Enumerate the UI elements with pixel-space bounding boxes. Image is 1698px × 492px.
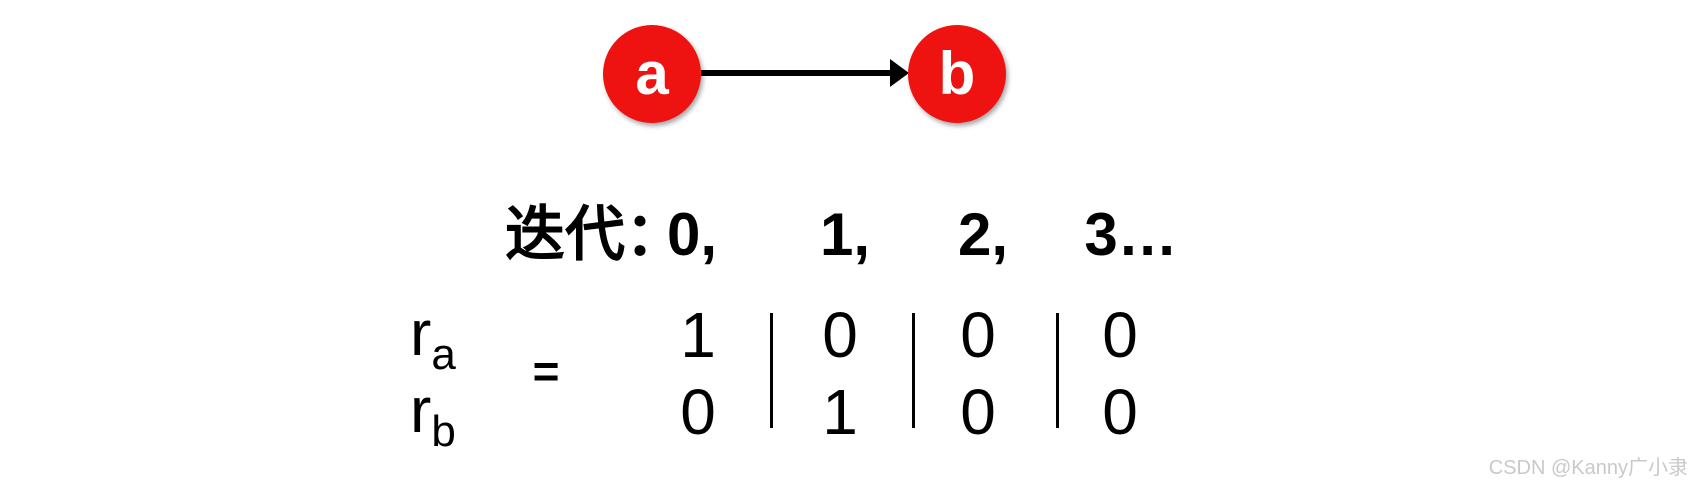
arrowhead-icon: [890, 59, 909, 87]
matrix-cell-a0: 1: [680, 299, 716, 371]
column-separator: [912, 313, 915, 428]
graph-node-b: b: [908, 25, 1006, 123]
iteration-2: 2,: [957, 201, 1009, 268]
node-a-label: a: [635, 40, 669, 107]
column-separator: [1056, 313, 1059, 428]
matrix-cell-b2: 0: [960, 376, 996, 448]
row-label-rb-base: r: [410, 374, 432, 446]
iteration-3: 3…: [1084, 201, 1178, 268]
equals-sign: =: [532, 345, 560, 397]
iteration-1: 1,: [819, 201, 871, 268]
iteration-0: 0,: [666, 201, 718, 268]
row-label-rb: rb: [410, 378, 456, 454]
node-b-label: b: [938, 40, 976, 107]
column-separator: [770, 313, 773, 428]
matrix-cell-b1: 1: [822, 376, 858, 448]
matrix-cell-a1: 0: [822, 299, 858, 371]
matrix-cell-a2: 0: [960, 299, 996, 371]
iteration-label: 迭代：: [505, 201, 685, 268]
matrix-cell-a3: 0: [1102, 299, 1138, 371]
matrix-cell-b3: 0: [1102, 376, 1138, 448]
matrix-cell-b0: 0: [680, 376, 716, 448]
row-label-ra-base: r: [410, 297, 432, 369]
row-label-ra-sub: a: [431, 330, 456, 379]
watermark: CSDN @Kanny广小隶: [1488, 457, 1688, 479]
row-label-rb-sub: b: [431, 407, 456, 456]
graph-node-a: a: [603, 25, 701, 123]
row-label-ra: ra: [410, 301, 456, 377]
edge-line: [701, 70, 892, 76]
